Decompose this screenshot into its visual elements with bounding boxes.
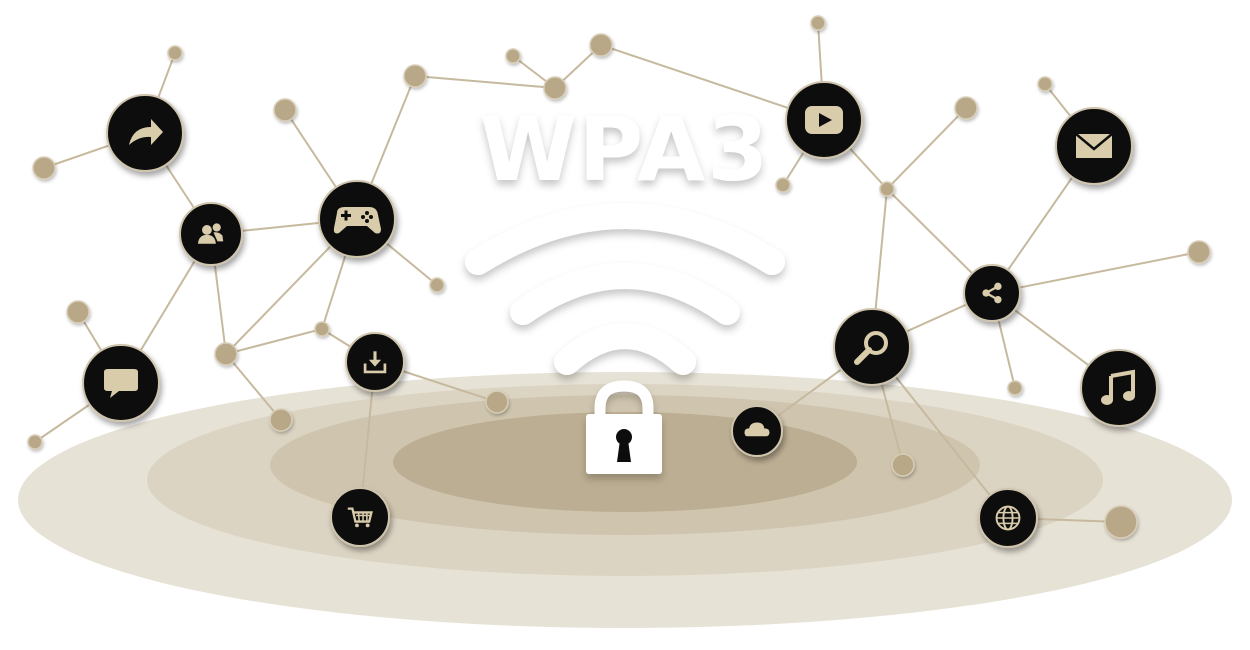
- wpa3-title: WPA3: [480, 98, 771, 201]
- gamepad-icon: [318, 180, 396, 258]
- network-link: [225, 328, 323, 355]
- wifi-arc-outer: [465, 203, 785, 275]
- network-icons: [82, 81, 1158, 548]
- network-node: [269, 408, 293, 432]
- network-node: [1187, 240, 1211, 264]
- icon-glyph: [805, 106, 843, 134]
- network-link: [225, 353, 282, 421]
- icon-glyph: [104, 369, 138, 398]
- wifi-arc-middle: [510, 263, 740, 325]
- base-ellipses: [18, 372, 1232, 628]
- network-node: [543, 76, 567, 100]
- icon-glyph: [129, 119, 163, 145]
- icon-glyph: [744, 422, 770, 437]
- network-node: [32, 156, 56, 180]
- icon-glyph: [333, 207, 381, 234]
- icon-circle: [179, 202, 243, 266]
- network-link: [991, 251, 1200, 294]
- network-node: [810, 15, 826, 31]
- network-node: [954, 96, 978, 120]
- download-icon: [345, 332, 405, 392]
- mail-icon: [1055, 107, 1133, 185]
- network-node: [66, 300, 90, 324]
- icon-circle: [1080, 349, 1158, 427]
- network-node: [403, 64, 427, 88]
- wifi-arc-inner: [554, 323, 696, 375]
- share-icon: [963, 264, 1021, 322]
- wifi-icon: [465, 203, 785, 375]
- icon-glyph: [1075, 133, 1113, 158]
- search-icon: [833, 308, 911, 386]
- network-node: [1007, 380, 1023, 396]
- icon-glyph: [995, 505, 1021, 531]
- chat-bubble-icon: [82, 344, 160, 422]
- network-node: [485, 390, 509, 414]
- icon-glyph: [982, 282, 1002, 304]
- cloud-icon: [731, 405, 783, 457]
- icon-glyph: [1101, 369, 1135, 405]
- network-node: [1037, 76, 1053, 92]
- network-node: [589, 33, 613, 57]
- music-note-icon: [1080, 349, 1158, 427]
- users-icon: [179, 202, 243, 266]
- shopping-cart-icon: [330, 487, 390, 547]
- network-node: [1104, 505, 1138, 539]
- padlock-keyhole-slot: [617, 440, 631, 462]
- network-node: [167, 45, 183, 61]
- icon-circle: [330, 487, 390, 547]
- network-link: [414, 75, 556, 89]
- icon-circle: [963, 264, 1021, 322]
- icon-glyph: [854, 331, 888, 365]
- network-node: [775, 177, 791, 193]
- network-link: [600, 44, 825, 121]
- network-link: [886, 107, 967, 190]
- network-node: [214, 342, 238, 366]
- padlock-shackle: [594, 380, 654, 418]
- youtube-play-icon: [785, 81, 863, 159]
- icon-glyph: [347, 507, 373, 528]
- share-arrow-icon: [106, 94, 184, 172]
- globe-icon: [978, 488, 1038, 548]
- icon-glyph: [197, 223, 224, 244]
- network-node: [879, 181, 895, 197]
- padlock-icon: [586, 380, 662, 474]
- network-node: [891, 453, 915, 477]
- network-node: [429, 277, 445, 293]
- network-nodes: [27, 15, 1211, 539]
- network-node: [27, 434, 43, 450]
- network-node: [505, 48, 521, 64]
- icon-glyph: [363, 351, 387, 374]
- network-node: [273, 98, 297, 122]
- network-node: [314, 321, 330, 337]
- icon-circle: [833, 308, 911, 386]
